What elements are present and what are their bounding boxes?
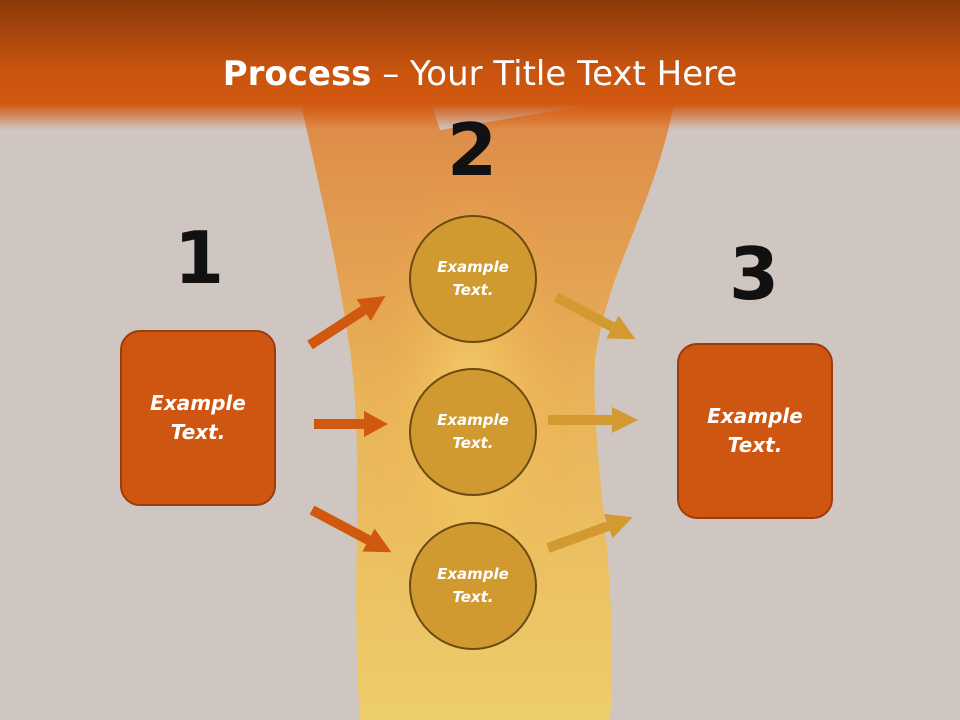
circle-middle-text: Example Text. — [423, 409, 523, 455]
step-3-box: Example Text. — [677, 343, 833, 519]
circle-middle-line-2: Text. — [452, 434, 494, 452]
arrow-right-mid — [548, 407, 638, 433]
left-arrows — [307, 295, 392, 553]
arrow-right-down — [553, 292, 636, 340]
circle-top: Example Text. — [409, 215, 537, 343]
step-1-text-line-1: Example — [150, 391, 246, 415]
circle-bottom-text: Example Text. — [423, 563, 523, 609]
circle-top-line-2: Text. — [452, 281, 494, 299]
step-number-2: 2 — [446, 108, 498, 192]
arrow-left-down — [309, 505, 392, 553]
circle-bottom: Example Text. — [409, 522, 537, 650]
circle-middle: Example Text. — [409, 368, 537, 496]
title-rest: – Your Title Text Here — [371, 54, 738, 94]
step-number-1: 1 — [173, 216, 225, 300]
slide-title: Process – Your Title Text Here — [0, 52, 960, 96]
arrow-left-mid — [314, 411, 388, 437]
step-1-text-line-2: Text. — [170, 420, 226, 444]
circle-middle-line-1: Example — [437, 411, 509, 429]
step-3-text: Example Text. — [695, 402, 815, 460]
right-arrows — [546, 292, 638, 553]
step-1-text: Example Text. — [138, 389, 258, 447]
circle-bottom-line-1: Example — [437, 565, 509, 583]
arrow-left-up — [307, 295, 386, 350]
circle-top-line-1: Example — [437, 258, 509, 276]
arrow-right-up — [546, 513, 633, 553]
step-3-text-line-1: Example — [707, 404, 803, 428]
step-number-3: 3 — [728, 232, 780, 316]
step-1-box: Example Text. — [120, 330, 276, 506]
title-bold: Process — [222, 54, 372, 94]
title-bar: Process – Your Title Text Here — [0, 0, 960, 130]
circle-bottom-line-2: Text. — [452, 588, 494, 606]
circle-top-text: Example Text. — [423, 256, 523, 302]
step-3-text-line-2: Text. — [727, 433, 783, 457]
